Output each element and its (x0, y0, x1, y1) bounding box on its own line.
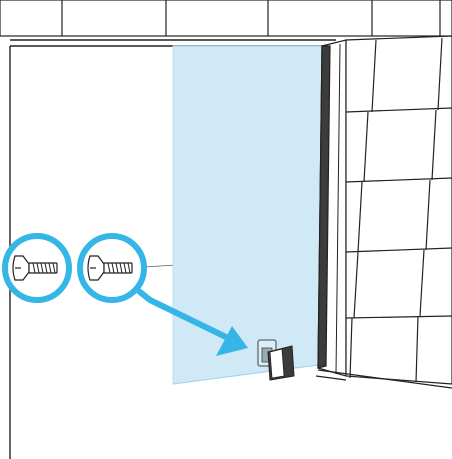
tiled-wall-face (346, 36, 452, 384)
ceiling (0, 0, 452, 36)
screw-icon (80, 236, 144, 300)
wall-return (318, 40, 346, 376)
screw-icon (5, 236, 69, 300)
glass-panel (173, 46, 326, 384)
floor-edge (316, 376, 346, 380)
ceiling-strip (0, 0, 452, 36)
bracket-face-highlight (270, 349, 284, 378)
glass-pane (173, 46, 326, 384)
